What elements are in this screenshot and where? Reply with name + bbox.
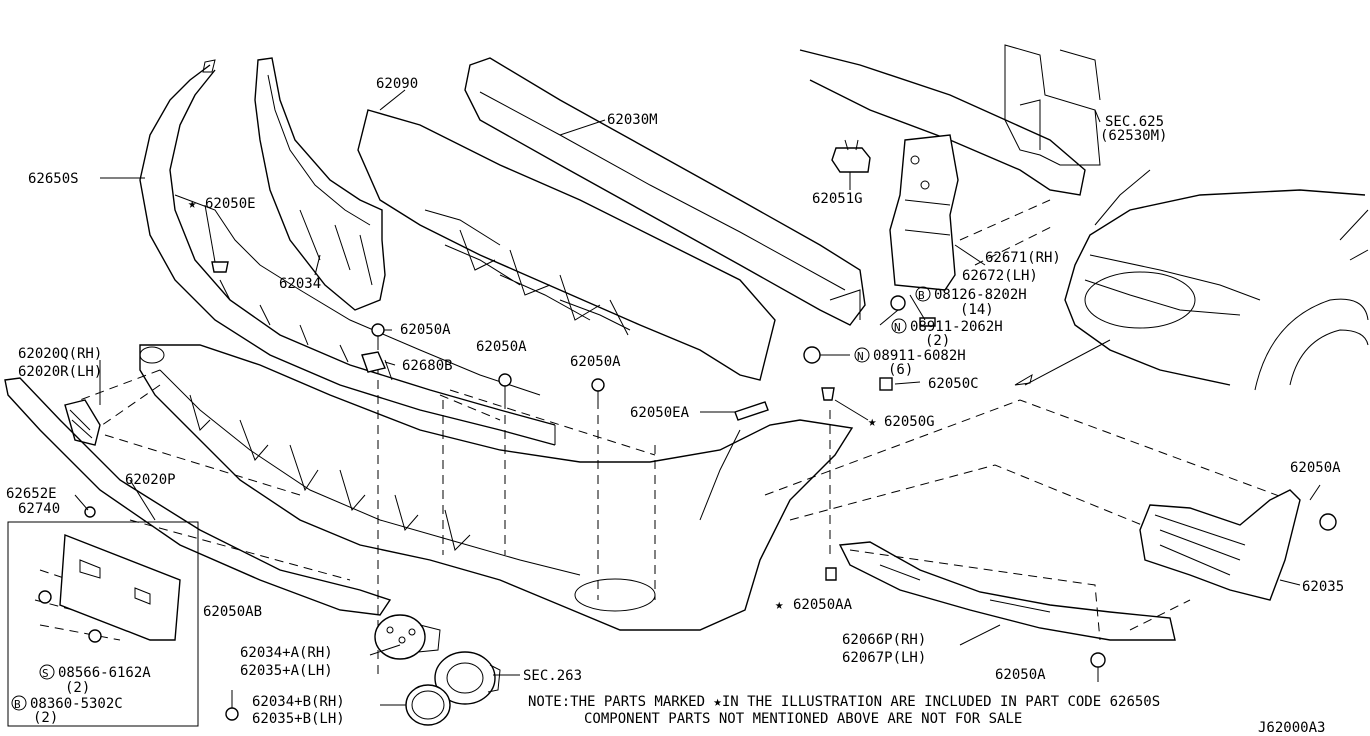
label-62030M: 62030M xyxy=(607,112,658,128)
label-08566-qty: (2) xyxy=(65,680,90,696)
screw-symbol-letter: S xyxy=(42,667,49,680)
label-62740: 62740 xyxy=(18,501,60,517)
label-62035A: 62035+A(LH) xyxy=(240,663,333,679)
label-62066P: 62066P(RH) xyxy=(842,632,926,648)
clip-62050C xyxy=(879,377,893,391)
label-62671: 62671(RH) xyxy=(985,250,1061,266)
clip-62050E xyxy=(211,261,229,273)
label-08126-qty: (14) xyxy=(960,302,994,318)
star-icon: ★ xyxy=(188,196,197,212)
label-08911-2062H-qty: (2) xyxy=(925,333,950,349)
label-62050EA: 62050EA xyxy=(630,405,690,421)
bolt-08360-5302C xyxy=(88,629,102,643)
nut-08911-2062H xyxy=(890,295,906,311)
label-08911-6082H-qty: (6) xyxy=(888,362,913,378)
label-08126-8202H: 08126-8202H xyxy=(934,287,1027,303)
nut-symbol-letter-2: N xyxy=(857,350,864,363)
label-62050E: 62050E xyxy=(205,196,256,212)
clip-62050AA xyxy=(825,567,837,581)
lower-strip-part xyxy=(4,377,392,616)
clip-62050G xyxy=(821,387,835,401)
nut-08911-6082H xyxy=(803,346,821,364)
bolt-symbol-letter: B xyxy=(918,289,925,302)
label-62067P: 62067P(LH) xyxy=(842,650,926,666)
screw-62050A-4 xyxy=(1319,513,1337,531)
screw-62050A-2 xyxy=(498,373,512,387)
label-08911-6082H: 08911-6082H xyxy=(873,348,966,364)
side-bracket-62020Q-part xyxy=(64,399,101,446)
diagram-code: J62000A3 xyxy=(1258,720,1325,736)
label-62020Q: 62020Q(RH) xyxy=(18,346,102,362)
leader-lines xyxy=(74,89,1321,706)
label-sec625: SEC.625 xyxy=(1105,114,1164,130)
part-labels: 62090 62030M SEC.625 (62530M) 62650S ★ 6… xyxy=(6,76,1344,736)
label-62035B: 62035+B(LH) xyxy=(252,711,345,727)
label-62020P: 62020P xyxy=(125,472,176,488)
bumper-fascia-part xyxy=(139,344,854,631)
label-62034B: 62034+B(RH) xyxy=(252,694,345,710)
label-62050C: 62050C xyxy=(928,376,979,392)
bolt-symbol-letter-2: B xyxy=(14,698,21,711)
screw-08566-6162A xyxy=(38,590,52,604)
bolt-08126-8202H xyxy=(919,317,936,327)
star-icon-3: ★ xyxy=(775,597,784,613)
nut-symbol-icon-2 xyxy=(854,347,870,363)
label-62035: 62035 xyxy=(1302,579,1344,595)
label-62020R: 62020R(LH) xyxy=(18,364,102,380)
clip-62050EA xyxy=(734,401,769,421)
license-bracket-part xyxy=(7,521,199,727)
label-sec263: SEC.263 xyxy=(523,668,582,684)
label-62034A: 62034+A(RH) xyxy=(240,645,333,661)
label-62672: 62672(LH) xyxy=(962,268,1038,284)
label-08566-6162A: 08566-6162A xyxy=(58,665,151,681)
screw-symbol-icon xyxy=(39,664,55,680)
bracket-62051G-part xyxy=(831,139,871,173)
label-62652E: 62652E xyxy=(6,486,57,502)
screw-62050A-3 xyxy=(591,378,605,392)
label-62050AB: 62050AB xyxy=(203,604,262,620)
label-08360-qty: (2) xyxy=(33,710,58,726)
label-62650S: 62650S xyxy=(28,171,79,187)
label-62090: 62090 xyxy=(376,76,418,92)
reinforcement-beam-part xyxy=(464,57,866,326)
nut-symbol-letter: N xyxy=(894,321,901,334)
label-62050A-3: 62050A xyxy=(570,354,621,370)
fasteners xyxy=(38,261,1337,721)
bumper-stay-part xyxy=(889,134,959,291)
license-bracket-frame xyxy=(7,521,199,727)
bolt-symbol-icon-2 xyxy=(11,695,27,711)
note-line-1: NOTE:THE PARTS MARKED ★IN THE ILLUSTRATI… xyxy=(528,694,1160,710)
frame-member-part xyxy=(799,44,1101,196)
energy-absorber-part xyxy=(357,109,776,381)
label-62530M: (62530M) xyxy=(1100,128,1167,144)
label-62050AA: 62050AA xyxy=(793,597,853,613)
note-line-2: COMPONENT PARTS NOT MENTIONED ABOVE ARE … xyxy=(584,711,1022,727)
label-62050A-4: 62050A xyxy=(1290,460,1341,476)
nut-symbol-icon xyxy=(891,318,907,334)
bolt-symbol-icon xyxy=(915,286,931,302)
upper-fascia-part xyxy=(139,59,556,446)
clip-62050AB xyxy=(225,707,239,721)
label-62680B: 62680B xyxy=(402,358,453,374)
label-08360-5302C: 08360-5302C xyxy=(30,696,123,712)
label-62051G: 62051G xyxy=(812,191,863,207)
label-08911-2062H: 08911-2062H xyxy=(910,319,1003,335)
screw-62050A-1 xyxy=(371,323,385,337)
label-62050A-1: 62050A xyxy=(400,322,451,338)
right-side-parts xyxy=(838,489,1301,641)
clip-62680B xyxy=(361,351,386,373)
label-62050G: 62050G xyxy=(884,414,935,430)
vehicle-illustration xyxy=(1064,169,1369,391)
star-icon-2: ★ xyxy=(868,414,877,430)
label-62034: 62034 xyxy=(279,276,321,292)
side-bracket-part xyxy=(254,57,386,311)
label-62050A-5: 62050A xyxy=(995,667,1046,683)
fog-lamp-parts xyxy=(374,614,501,726)
screw-62050A-5 xyxy=(1090,652,1106,668)
label-62050A-2: 62050A xyxy=(476,339,527,355)
